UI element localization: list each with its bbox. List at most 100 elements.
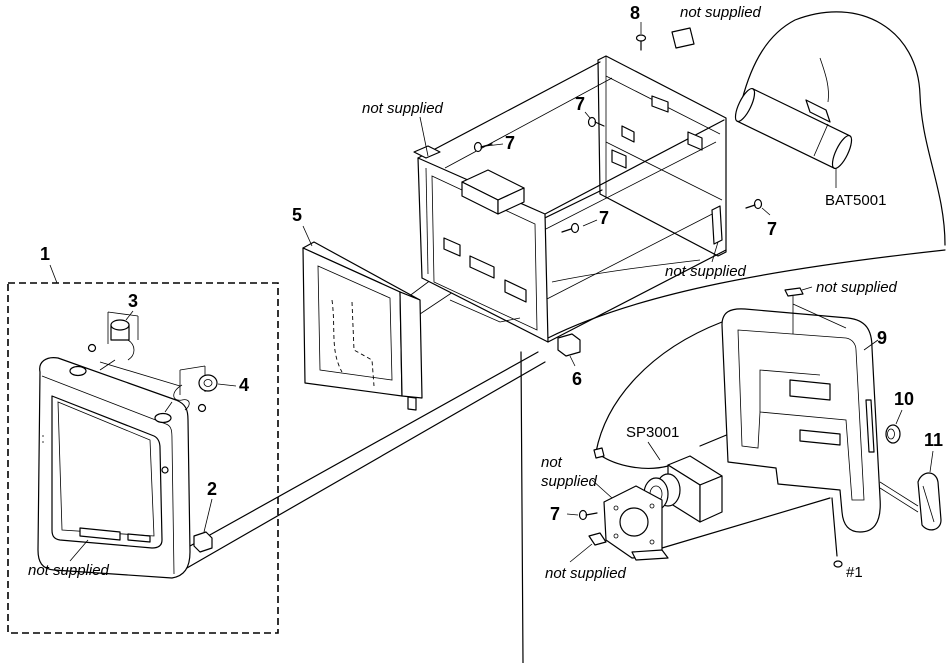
leader-front-panel — [49, 264, 58, 284]
label-battery: BAT5001 — [825, 192, 886, 209]
callout-rear-knob: 10 — [894, 389, 914, 409]
note-chassis-front: not supplied — [362, 100, 444, 117]
screw-shaft — [745, 204, 756, 209]
chassis-rear-bracket — [711, 205, 723, 245]
callout-side-cover: 11 — [924, 430, 943, 450]
chassis-rail-lower — [547, 249, 727, 343]
bracket-hole-b — [649, 503, 655, 509]
screw-chassis-mid — [561, 222, 580, 234]
screw-head — [570, 222, 580, 234]
note-speaker-bottom: not supplied — [545, 565, 627, 582]
speaker-bracket-foot — [631, 549, 669, 561]
leader-screw-chassis-rear — [761, 207, 771, 216]
leader-screw-chassis-front — [485, 143, 504, 147]
leader-screw-upper — [584, 111, 591, 119]
chassis-rear-tab-b — [621, 125, 635, 143]
bracket-hole-c — [613, 533, 619, 539]
rear-knob-body — [885, 424, 901, 444]
tube-panel-tab — [407, 396, 417, 411]
callout-screw-top: 8 — [630, 3, 640, 23]
label-bottom-screw: #1 — [846, 564, 863, 581]
chassis-rear-tab-a — [651, 95, 669, 113]
leader-rear-cabinet — [863, 339, 879, 351]
leader-bezel-bracket — [203, 498, 213, 533]
leader-left-control — [125, 310, 134, 321]
rear-knob — [885, 424, 901, 444]
screw-shaft — [585, 512, 598, 516]
screw-head — [753, 198, 763, 210]
leader-side-cover — [929, 450, 934, 473]
screws — [473, 34, 843, 568]
screw-guide-line — [831, 497, 838, 557]
leader-rear-knob — [895, 409, 903, 425]
bezel-hole-left — [69, 365, 87, 377]
bezel-to-chassis-line-upper — [189, 351, 539, 547]
rear-cabinet-rib-a — [789, 379, 831, 401]
battery-region-curve — [741, 11, 946, 246]
speaker-bottom-piece — [588, 532, 607, 546]
battery-body — [736, 88, 851, 169]
leader-lines — [49, 22, 934, 563]
left-control-wire — [127, 339, 135, 361]
chassis-rail-inner-a — [444, 77, 613, 169]
screw-shaft — [480, 143, 493, 148]
chassis-clip — [557, 333, 581, 357]
callout-front-panel: 1 — [40, 244, 50, 264]
battery-band — [813, 123, 829, 157]
speaker-box-side — [699, 475, 723, 523]
screw-chassis-rear — [745, 198, 763, 210]
bracket-to-cabinet-line — [661, 497, 831, 549]
top-label-piece — [671, 27, 695, 49]
chassis-side-strip — [425, 167, 429, 275]
chassis-rail-top — [417, 61, 601, 159]
side-cover-pins — [879, 481, 919, 513]
left-control-guide — [99, 359, 181, 387]
connector-block-a — [469, 255, 495, 279]
right-control-knob — [198, 374, 218, 392]
leader-front-panel-note — [69, 539, 89, 562]
leader-speaker — [647, 441, 661, 461]
labels: 8 not supplied not supplied 7 7 BAT5001 … — [28, 3, 943, 582]
leader-right-control — [217, 383, 237, 387]
right-control-guide — [164, 401, 173, 413]
leader-screw-speaker — [566, 513, 579, 516]
speaker-wire — [599, 454, 669, 469]
transformer — [461, 169, 525, 215]
label-speaker: SP3001 — [626, 424, 679, 441]
bezel-to-chassis-line-lower — [179, 361, 546, 573]
chassis-region-curve — [547, 249, 946, 339]
leader-chassis-front-note — [419, 116, 429, 157]
tube-neck-outline — [331, 299, 375, 387]
rear-cabinet-outer — [721, 308, 881, 533]
connector-block-b — [504, 279, 527, 303]
bezel-mark — [42, 435, 44, 443]
bezel-control-strip-b — [127, 533, 151, 543]
callout-right-control: 4 — [239, 375, 249, 395]
right-control-wire — [173, 384, 190, 411]
note-speaker-bracket-line1: not — [541, 454, 563, 471]
callout-screw-chassis-mid: 7 — [599, 208, 609, 228]
chassis-wire — [551, 259, 701, 283]
chassis-rail-inner-b — [539, 141, 717, 233]
screw-top — [635, 34, 647, 51]
callout-left-control: 3 — [128, 291, 138, 311]
bezel-control-strip — [79, 527, 121, 541]
callout-screw-upper: 7 — [575, 94, 585, 114]
rear-region-curve — [595, 321, 723, 453]
screw-speaker — [578, 509, 598, 521]
left-control-screw — [87, 343, 97, 353]
rear-region-vertical-line — [520, 351, 524, 663]
note-speaker-bracket-line2: supplied — [541, 473, 598, 490]
callout-screw-chassis-rear: 7 — [767, 219, 777, 239]
left-control-bracket — [107, 311, 139, 344]
callout-bezel-bracket: 2 — [207, 479, 217, 499]
connector-block-c — [443, 237, 461, 257]
rear-cabinet-inner-wall — [759, 369, 821, 412]
chassis-rear-tab-d — [611, 149, 627, 169]
rear-cabinet — [721, 287, 881, 533]
right-control-knob-face — [203, 379, 213, 387]
speaker-bracket-opening — [619, 507, 649, 537]
chassis-rail-inner-c — [544, 209, 721, 301]
speaker-connector — [593, 447, 605, 459]
